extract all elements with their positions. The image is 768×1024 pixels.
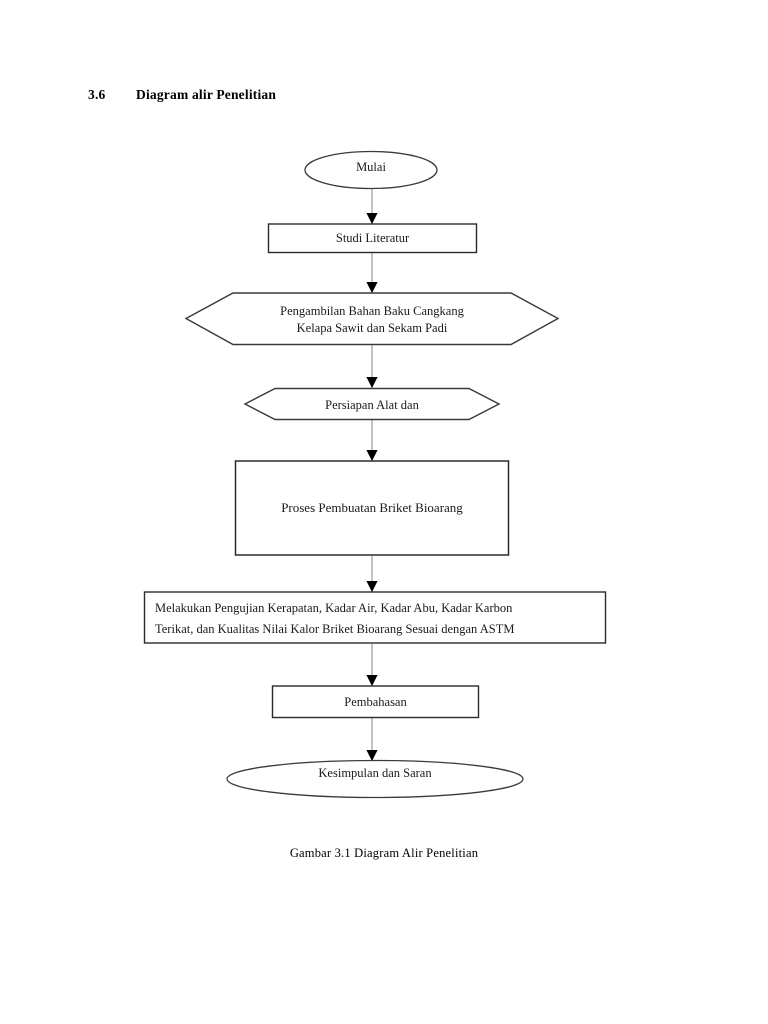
figure-caption: Gambar 3.1 Diagram Alir Penelitian: [289, 846, 479, 860]
node-material-label: Pengambilan Bahan Baku Cangkang Kelapa S…: [280, 304, 464, 335]
node-conclusion-shape[interactable]: [226, 759, 524, 799]
node-material-shape[interactable]: [184, 292, 560, 346]
node-discussion-shape[interactable]: [271, 685, 480, 719]
section-number: 3.6: [88, 87, 106, 102]
node-testing-shape[interactable]: [143, 591, 607, 644]
section-heading: 3.6 Diagram alir Penelitian: [88, 87, 276, 103]
node-start-shape[interactable]: [304, 150, 438, 190]
node-process-shape[interactable]: [234, 460, 510, 556]
node-preparation-shape[interactable]: [243, 387, 501, 421]
node-literature-shape[interactable]: [267, 223, 478, 254]
node-preparation-label: Persiapan Alat dan: [325, 398, 419, 412]
node-material-label-clip: Pengambilan Bahan Baku Cangkang Kelapa S…: [186, 293, 558, 339]
section-title: Diagram alir Penelitian: [136, 87, 277, 102]
node-preparation-label-clip: Persiapan Alat dan: [245, 388, 499, 413]
